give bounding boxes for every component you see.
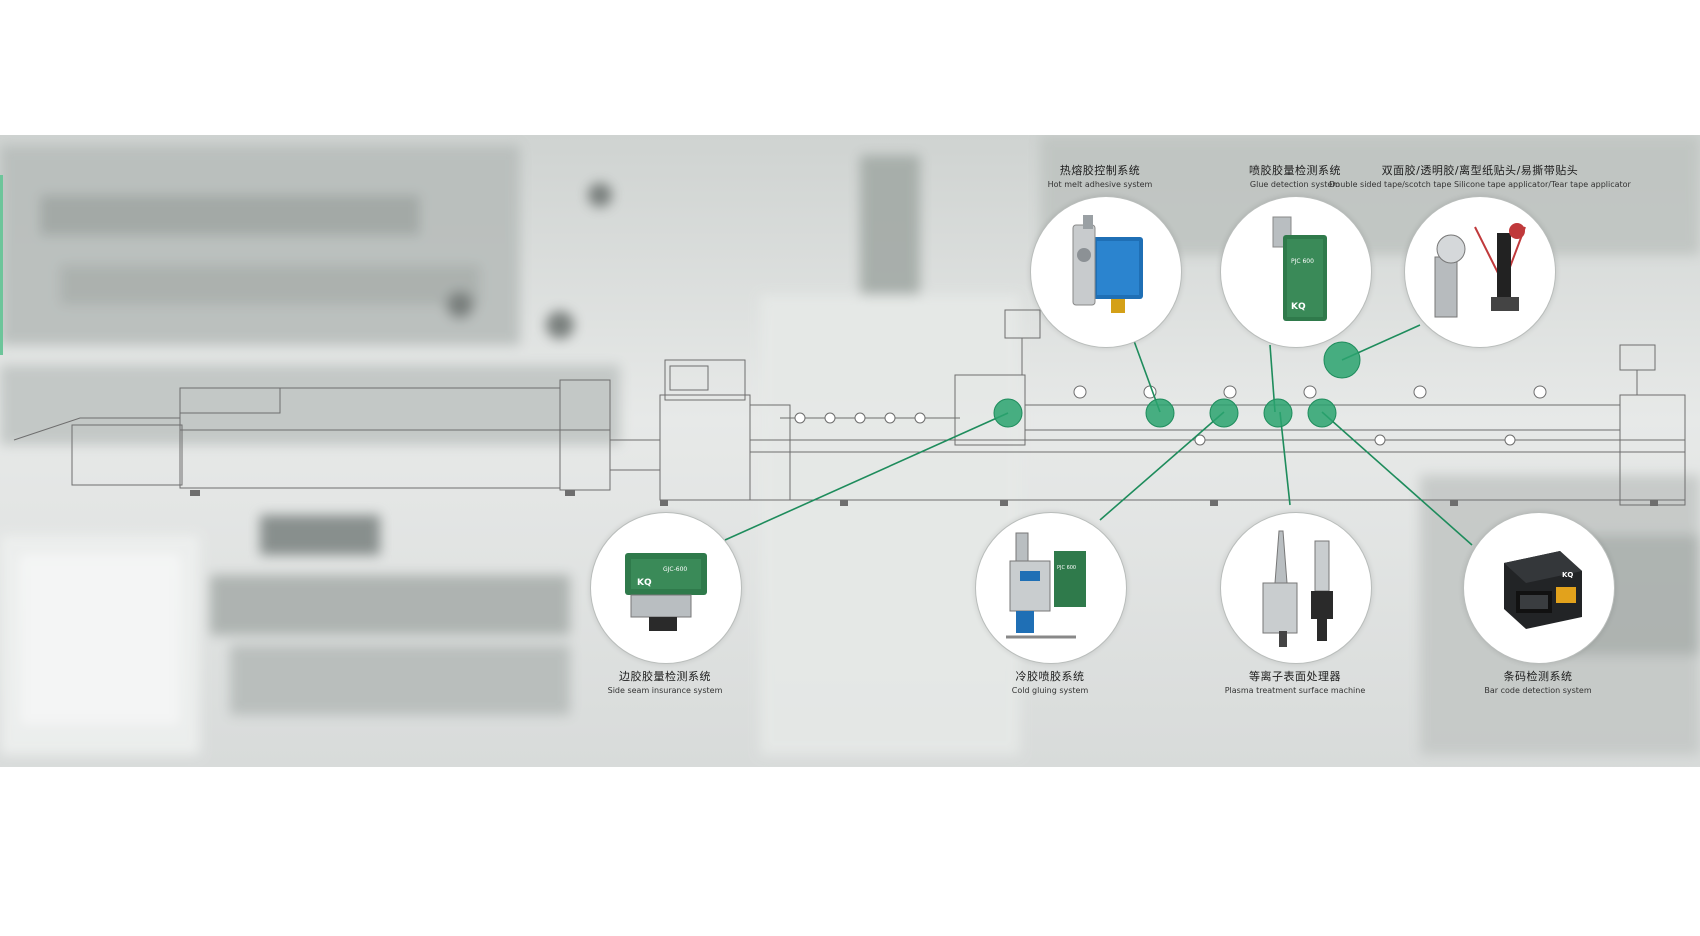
callout-dot-cold-gluing[interactable] (1209, 398, 1239, 428)
hot-melt-cn: 热熔胶控制系统 (1059, 164, 1141, 177)
glue-detection-label: 喷胶胶量检测系统 Glue detection system (1249, 162, 1341, 189)
glue-detector-brand: KQ (1291, 302, 1306, 312)
plasma-nozzle-icon (1262, 530, 1333, 647)
tape-applicator-en: Double sided tape/scotch tape Silicone t… (1329, 180, 1631, 189)
side-seam-cn: 边胶胶量检测系统 (619, 670, 711, 683)
connector-hot-melt (1129, 329, 1161, 413)
cold-gluing-photo[interactable]: PJC 600 (975, 512, 1127, 664)
barcode-photo[interactable]: KQ (1463, 512, 1615, 664)
connector-barcode (1321, 411, 1473, 546)
cold-gluing-label: 冷胶喷胶系统 Cold gluing system (1012, 668, 1089, 695)
side-seam-photo[interactable]: GJC-600 KQ (590, 512, 742, 664)
callout-dot-plasma[interactable] (1263, 398, 1293, 428)
plasma-label: 等离子表面处理器 Plasma treatment surface machin… (1225, 668, 1366, 695)
connector-cold-gluing (1099, 411, 1225, 521)
connector-plasma (1279, 411, 1291, 506)
callout-dot-barcode[interactable] (1307, 398, 1337, 428)
barcode-en: Bar code detection system (1484, 686, 1592, 695)
cold-glue-gun-icon: PJC 600 (1006, 532, 1086, 639)
tape-applicator-icon (1434, 223, 1526, 318)
glue-detector-model: PJC 600 (1291, 258, 1314, 265)
barcode-scanner-icon: KQ (1504, 551, 1582, 629)
plasma-en: Plasma treatment surface machine (1224, 686, 1366, 695)
barcode-label: 条码检测系统 Bar code detection system (1484, 668, 1591, 695)
cold-gluing-cn: 冷胶喷胶系统 (1015, 670, 1085, 683)
hot-melt-photo[interactable] (1030, 196, 1182, 348)
hot-melt-en: Hot melt adhesive system (1047, 180, 1153, 189)
glue-detector-icon: PJC 600 KQ (1272, 216, 1327, 321)
callout-dot-side-seam[interactable] (993, 398, 1023, 428)
glue-detection-en: Glue detection system (1249, 180, 1341, 189)
plasma-cn: 等离子表面处理器 (1249, 670, 1341, 683)
callout-dot-hot-melt[interactable] (1145, 398, 1175, 428)
side-seam-sensor-icon: GJC-600 KQ (625, 553, 707, 631)
side-seam-brand: KQ (637, 578, 652, 588)
tape-applicator-cn: 双面胶/透明胶/离型纸贴头/易撕带贴头 (1381, 164, 1579, 177)
side-seam-model: GJC-600 (663, 566, 687, 573)
hot-melt-label: 热熔胶控制系统 Hot melt adhesive system (1048, 162, 1153, 189)
accent-bar (0, 175, 3, 355)
cold-gluing-en: Cold gluing system (1011, 686, 1089, 695)
connector-side-seam (724, 412, 1009, 541)
callout-dot-tape[interactable] (1323, 341, 1361, 379)
tape-applicator-label: 双面胶/透明胶/离型纸贴头/易撕带贴头 Double sided tape/sc… (1329, 162, 1631, 189)
hot-melt-valve-icon (1072, 215, 1143, 313)
barcode-cn: 条码检测系统 (1503, 670, 1573, 683)
tape-applicator-photo[interactable] (1404, 196, 1556, 348)
factory-background (0, 135, 1700, 755)
side-seam-en: Side seam insurance system (607, 686, 723, 695)
barcode-brand: KQ (1562, 571, 1573, 579)
plasma-photo[interactable] (1220, 512, 1372, 664)
side-seam-label: 边胶胶量检测系统 Side seam insurance system (608, 668, 723, 695)
glue-detection-photo[interactable]: PJC 600 KQ (1220, 196, 1372, 348)
cold-glue-model: PJC 600 (1057, 565, 1076, 571)
glue-detection-cn: 喷胶胶量检测系统 (1249, 164, 1341, 177)
